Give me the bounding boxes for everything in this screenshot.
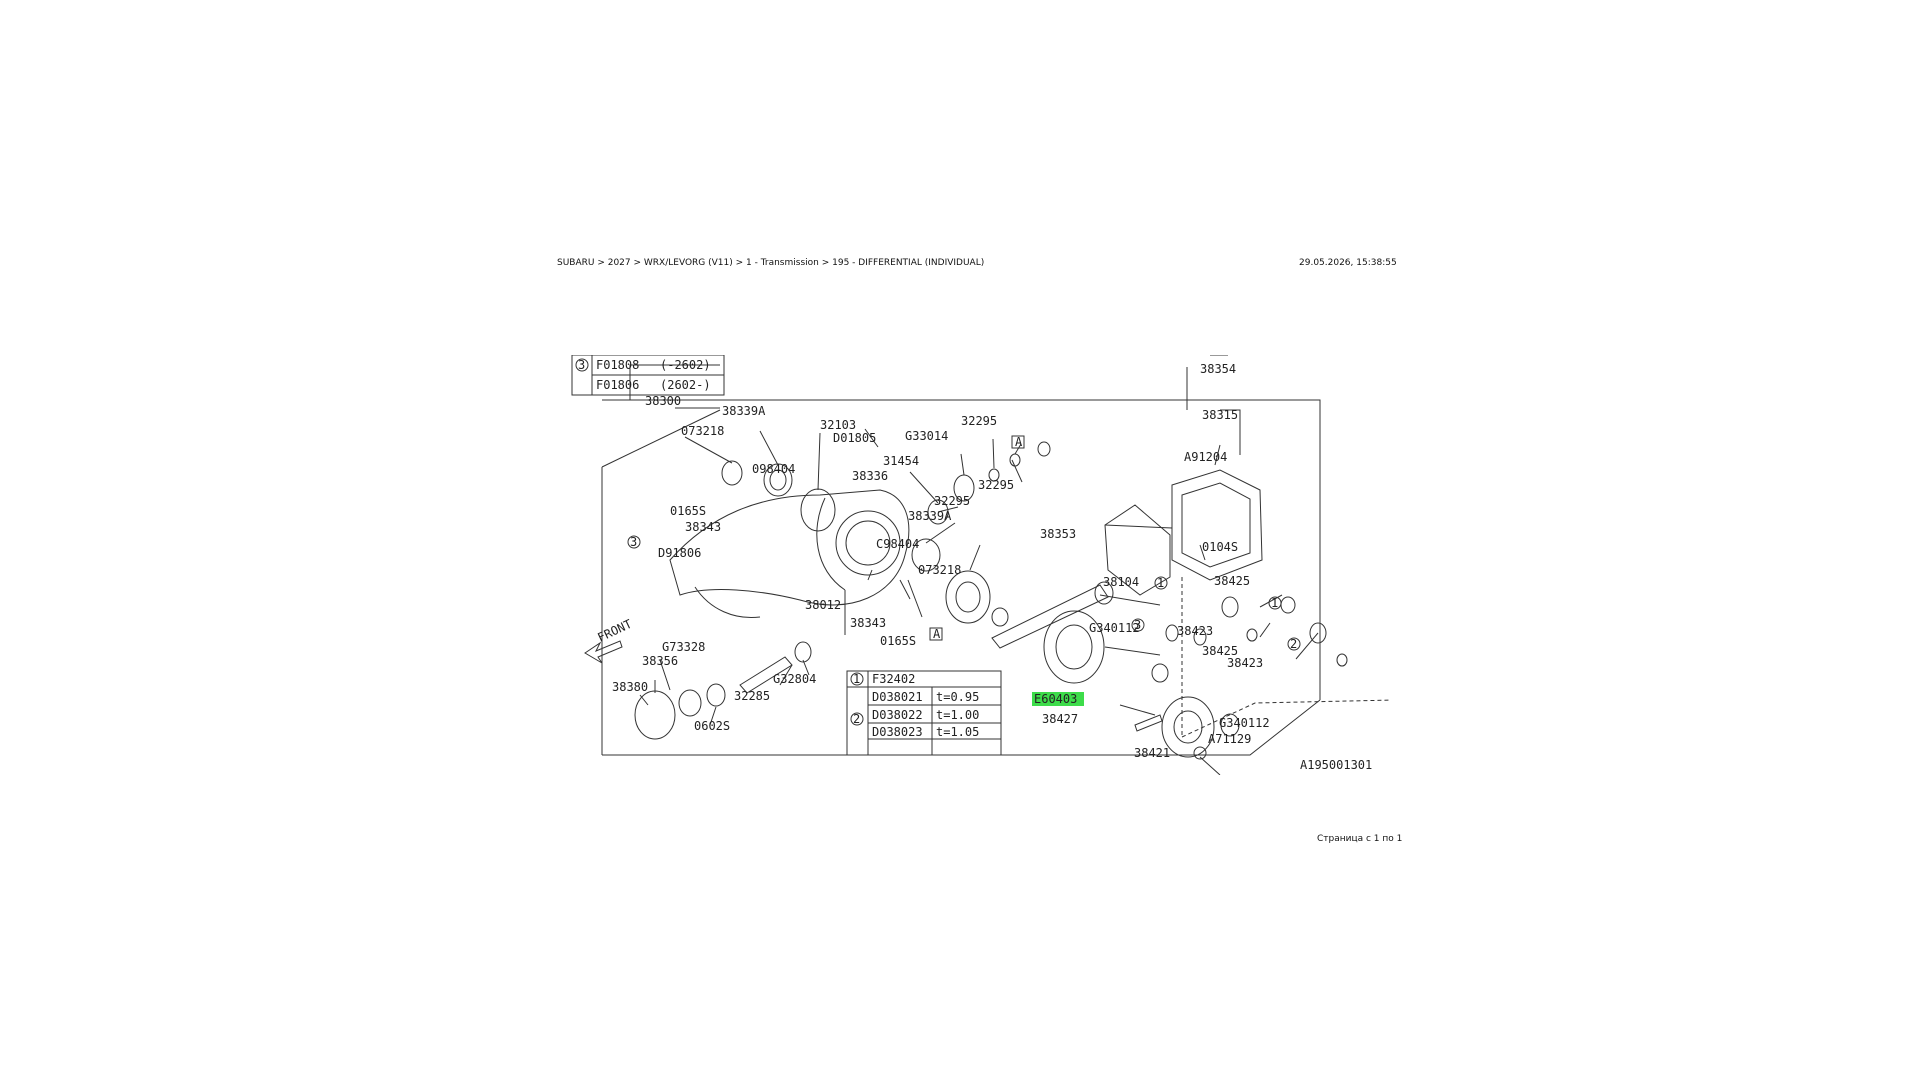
marker-2-a: 2 xyxy=(1290,637,1297,651)
label-g73328[interactable]: G73328 xyxy=(662,640,705,654)
label-38421[interactable]: 38421 xyxy=(1134,746,1170,760)
label-38353[interactable]: 38353 xyxy=(1040,527,1076,541)
label-c98404[interactable]: C98404 xyxy=(876,537,919,551)
label-32295-2[interactable]: 32295 xyxy=(978,478,1014,492)
page-counter: Страница с 1 по 1 xyxy=(1317,834,1403,844)
label-38300[interactable]: 38300 xyxy=(645,394,681,408)
table12-r2-t: t=1.00 xyxy=(936,708,979,722)
label-38380[interactable]: 38380 xyxy=(612,680,648,694)
label-d91806[interactable]: D91806 xyxy=(658,546,701,560)
label-38354[interactable]: 38354 xyxy=(1200,362,1236,376)
label-32295-3[interactable]: 32295 xyxy=(934,494,970,508)
label-32103[interactable]: 32103 xyxy=(820,418,856,432)
label-a71129[interactable]: A71129 xyxy=(1208,732,1251,746)
label-g32804[interactable]: G32804 xyxy=(773,672,816,686)
highlighted-part-label[interactable]: E60403 xyxy=(1034,692,1077,706)
label-38423-1[interactable]: 38423 xyxy=(1177,624,1213,638)
print-timestamp: 29.05.2026, 15:38:55 xyxy=(1299,258,1397,268)
marker-3-b: 3 xyxy=(630,535,637,549)
highlighted-part-bg xyxy=(1032,692,1084,706)
breadcrumb: SUBARU > 2027 > WRX/LEVORG (V11) > 1 - T… xyxy=(557,258,985,268)
label-38356[interactable]: 38356 xyxy=(642,654,678,668)
label-0602s[interactable]: 0602S xyxy=(694,719,730,733)
table12-r3-part: D038023 xyxy=(872,725,923,739)
label-073218-1[interactable]: 073218 xyxy=(681,424,724,438)
table3-r2-part: F01806 xyxy=(596,378,639,392)
label-a91204[interactable]: A91204 xyxy=(1184,450,1227,464)
label-38427[interactable]: 38427 xyxy=(1042,712,1078,726)
ref-a-bottom: A xyxy=(933,627,941,641)
label-32295-1[interactable]: 32295 xyxy=(961,414,997,428)
label-38339a-2[interactable]: 38339A xyxy=(908,509,952,523)
table3-marker: 3 xyxy=(578,358,585,372)
label-0165s-1[interactable]: 0165S xyxy=(670,504,706,518)
label-38339a-1[interactable]: 38339A xyxy=(722,404,766,418)
label-0104s[interactable]: 0104S xyxy=(1202,540,1238,554)
label-38336[interactable]: 38336 xyxy=(852,469,888,483)
marker-3-a: 3 xyxy=(1134,618,1141,632)
table12-r3-t: t=1.05 xyxy=(936,725,979,739)
label-38343-2[interactable]: 38343 xyxy=(850,616,886,630)
label-32285[interactable]: 32285 xyxy=(734,689,770,703)
table12-top-part: F32402 xyxy=(872,672,915,686)
label-38104[interactable]: 38104 xyxy=(1103,575,1139,589)
table12-r2-part: D038022 xyxy=(872,708,923,722)
label-31454[interactable]: 31454 xyxy=(883,454,919,468)
ref-a-top: A xyxy=(1015,435,1023,449)
label-38343-1[interactable]: 38343 xyxy=(685,520,721,534)
label-38425-1[interactable]: 38425 xyxy=(1214,574,1250,588)
label-d01805[interactable]: D01805 xyxy=(833,431,876,445)
label-0165s-2[interactable]: 0165S xyxy=(880,634,916,648)
label-g340112-2[interactable]: G340112 xyxy=(1219,716,1270,730)
table3-r1-range: (-2602) xyxy=(660,358,711,372)
label-g340112-1[interactable]: G340112 xyxy=(1089,621,1140,635)
parts-diagram: 3 F01808 (-2602) F01806 (2602-) 1 2 F324… xyxy=(571,355,1390,775)
label-38315[interactable]: 38315 xyxy=(1202,408,1238,422)
label-38425-2[interactable]: 38425 xyxy=(1202,644,1238,658)
label-098404-1[interactable]: 098404 xyxy=(752,462,795,476)
table12-r1-part: D038021 xyxy=(872,690,923,704)
label-front: FRONT xyxy=(595,617,634,645)
label-38012[interactable]: 38012 xyxy=(805,598,841,612)
figure-code: A195001301 xyxy=(1300,758,1372,772)
label-38423-2[interactable]: 38423 xyxy=(1227,656,1263,670)
table3-r1-part: F01808 xyxy=(596,358,639,372)
label-g33014[interactable]: G33014 xyxy=(905,429,948,443)
label-073218-2[interactable]: 073218 xyxy=(918,563,961,577)
table12-marker1: 1 xyxy=(853,672,860,686)
table12-r1-t: t=0.95 xyxy=(936,690,979,704)
marker-1-b: 1 xyxy=(1271,596,1278,610)
table3-r2-range: (2602-) xyxy=(660,378,711,392)
marker-1-a: 1 xyxy=(1157,576,1164,590)
table12-marker2: 2 xyxy=(853,712,860,726)
